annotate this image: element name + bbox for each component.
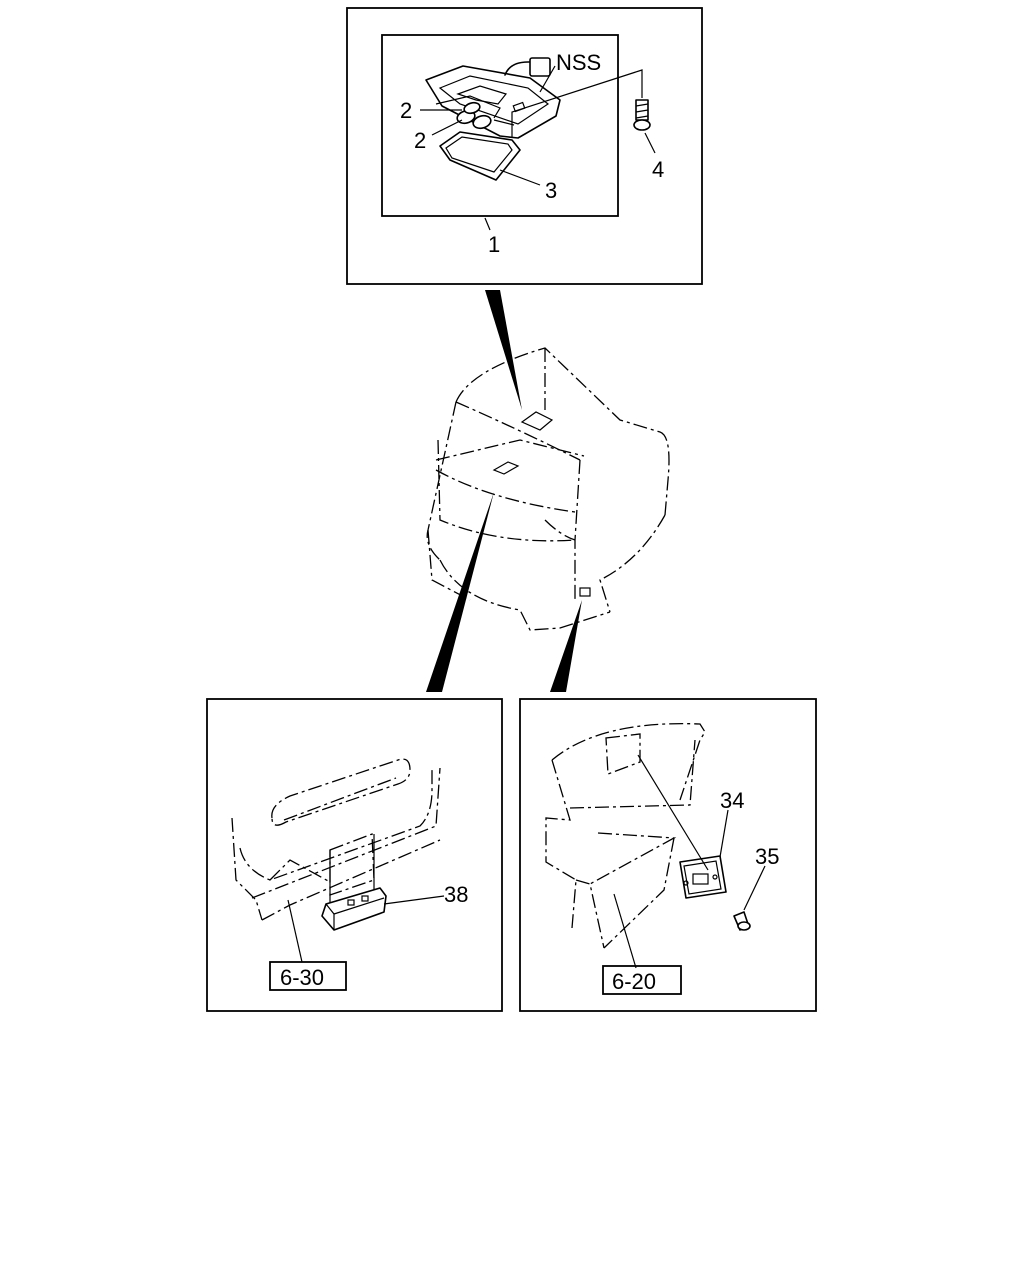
right-panel-frame xyxy=(519,698,817,1012)
dome-lamp-housing xyxy=(425,57,561,139)
ref-label-6-20: 6-20 xyxy=(612,969,656,994)
assembly-subframe xyxy=(381,34,619,217)
ref-label-6-30: 6-30 xyxy=(280,965,324,990)
top-panel-frame xyxy=(346,7,703,285)
callout-34: 34 xyxy=(720,788,744,813)
callout-38: 38 xyxy=(444,882,468,907)
top-detail-panel: NSS 2 2 3 4 1 xyxy=(346,7,703,285)
wedge-to-roof-lamp xyxy=(485,290,522,410)
callout-4: 4 xyxy=(652,157,664,182)
wedge-to-cargo-lamp xyxy=(550,600,582,692)
callout-3: 3 xyxy=(545,178,557,203)
cab-silhouette xyxy=(426,347,670,631)
screw-item-4 xyxy=(633,99,651,131)
callout-1: 1 xyxy=(488,232,500,257)
right-detail-panel: 6-20 34 35 xyxy=(519,698,817,1012)
ref-box-6-20 xyxy=(602,965,682,995)
left-panel-frame xyxy=(206,698,503,1012)
left-detail-panel: 6-30 38 xyxy=(206,698,503,1012)
callout-35: 35 xyxy=(755,844,779,869)
lens-cover xyxy=(439,131,521,181)
sill-lamp-item-38 xyxy=(321,887,387,931)
wedge-to-sill-lamp xyxy=(426,492,494,692)
callout-2-upper: 2 xyxy=(400,98,412,123)
screw-item-35 xyxy=(733,911,751,931)
cargo-lamp-item-34 xyxy=(679,855,727,899)
callout-2-lower: 2 xyxy=(414,128,426,153)
ref-box-6-30 xyxy=(269,961,347,991)
bulb-pair xyxy=(456,101,492,130)
callout-nss: NSS xyxy=(556,50,601,75)
